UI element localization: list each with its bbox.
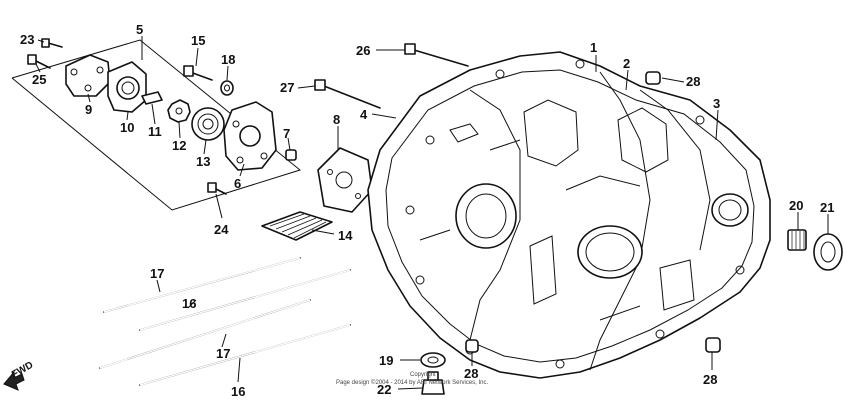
part-24-bolt [207, 182, 227, 195]
callout-20: 20 [789, 198, 803, 213]
callout-28-bottom: 28 [703, 372, 717, 387]
part-16-stud-lower [139, 324, 351, 386]
part-14-oil-screen [261, 211, 333, 241]
callout-13: 13 [196, 154, 210, 169]
callout-26: 26 [356, 43, 370, 58]
callout-1: 1 [590, 40, 597, 55]
callout-14: 14 [338, 228, 353, 243]
callout-25: 25 [32, 72, 46, 87]
callout-17-upper: 17 [150, 266, 164, 281]
part-4-left-crankcase [367, 51, 771, 379]
part-26-bolt [404, 43, 469, 67]
callout-5: 5 [136, 22, 143, 37]
crankcase-bore-right [711, 193, 749, 227]
stud-bolts [99, 257, 351, 386]
callout-9: 9 [85, 102, 92, 117]
part-20-needle-bearing [787, 229, 807, 251]
part-19-sealing-washer [420, 352, 446, 368]
callout-2: 2 [623, 56, 630, 71]
callout-12: 12 [172, 138, 186, 153]
callout-22: 22 [377, 382, 391, 397]
callout-21: 21 [820, 200, 834, 215]
fwd-arrow-icon [3, 370, 25, 391]
part-28-dowel-bottom [705, 337, 721, 353]
part-15-bolt [183, 65, 213, 81]
forward-direction-indicator: FWD [3, 360, 35, 391]
callout-28-mid: 28 [464, 366, 478, 381]
callout-28-top: 28 [686, 74, 700, 89]
callout-10: 10 [120, 120, 134, 135]
part-18-washer [220, 80, 234, 96]
crankcase-bore-left [455, 183, 517, 249]
part-6-pump-housing [223, 101, 277, 171]
callout-4: 4 [360, 107, 368, 122]
part-12-inner-rotor [167, 99, 191, 123]
part-11-pin [141, 91, 163, 105]
part-27-bolt [314, 79, 381, 109]
part-23-screw [41, 38, 63, 48]
part-10-pump-body [107, 61, 147, 113]
part-8-gasket [317, 147, 373, 213]
callout-23: 23 [20, 32, 34, 47]
part-13-outer-rotor [191, 107, 225, 141]
callout-18: 18 [221, 52, 235, 67]
callout-19: 19 [379, 353, 393, 368]
callout-16-lower: 16 [231, 384, 245, 399]
callout-15: 15 [191, 33, 205, 48]
part-9-pump-cover [65, 54, 111, 97]
callout-3: 3 [713, 96, 720, 111]
copyright-notice: Copyright Page design ©2004 - 2014 by AR… [336, 372, 489, 386]
callout-8-gasket: 8 [333, 112, 340, 127]
leader-lines [35, 36, 829, 390]
part-22-drain-plug [421, 371, 445, 395]
part-28-dowel-top [645, 71, 661, 85]
part-25-screw [27, 54, 51, 69]
callout-labels: 1 2 3 4 5 6 7 8 8 9 10 11 12 13 14 15 16… [20, 22, 834, 399]
part-21-oil-seal [813, 233, 843, 271]
part-1-right-crankcase [469, 89, 521, 341]
oil-pump-group [11, 38, 302, 211]
callout-16-upper: 16 [182, 296, 196, 311]
part-17-stud-upper [103, 257, 301, 313]
part-17-stud-lower [99, 299, 311, 369]
callout-6: 6 [234, 176, 241, 191]
callout-24: 24 [214, 222, 229, 237]
copyright-line-2: Page design ©2004 - 2014 by ARI Network … [336, 379, 489, 386]
oil-pump-tray-outline [11, 39, 302, 211]
callout-17-lower: 17 [216, 346, 230, 361]
part-7-dowel [285, 149, 297, 161]
crankcase-assembly [367, 51, 771, 379]
copyright-line-1: Copyright [410, 372, 436, 378]
callout-7: 7 [283, 126, 290, 141]
callout-11: 11 [148, 124, 162, 139]
part-16-stud-upper [139, 269, 351, 331]
part-28-dowel-mid [465, 339, 479, 353]
callout-27: 27 [280, 80, 294, 95]
crankcase-bore-main [577, 225, 643, 279]
